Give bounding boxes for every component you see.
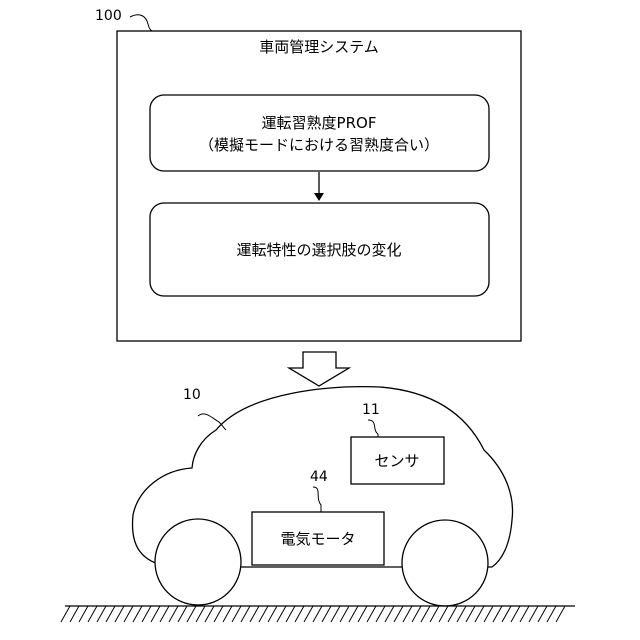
- ground-hatch-line: [79, 606, 88, 622]
- ground-hatch-line: [277, 606, 286, 622]
- ground-hatch-line: [439, 606, 448, 622]
- proficiency-box-line1: 運転習熟度PROF: [262, 114, 377, 132]
- sensor-ref-label: 11: [362, 402, 380, 418]
- ground-hatch-line: [520, 606, 529, 622]
- ground: [61, 606, 575, 622]
- ground-hatch-line: [340, 606, 349, 622]
- ground-hatch-line: [394, 606, 403, 622]
- ground-hatch-line: [511, 606, 520, 622]
- ground-hatch-line: [421, 606, 430, 622]
- ground-hatch-line: [466, 606, 475, 622]
- system-ref-label: 100: [95, 8, 122, 24]
- ground-hatch-line: [412, 606, 421, 622]
- ground-hatch-line: [358, 606, 367, 622]
- ground-hatch-line: [367, 606, 376, 622]
- motor-ref-label: 44: [310, 469, 328, 485]
- ground-hatch-line: [214, 606, 223, 622]
- ground-hatch-line: [61, 606, 70, 622]
- ground-hatch-line: [403, 606, 412, 622]
- motor-label: 電気モータ: [280, 530, 355, 548]
- ground-hatch-line: [196, 606, 205, 622]
- ground-hatch-line: [268, 606, 277, 622]
- ground-hatch-line: [97, 606, 106, 622]
- ground-hatch-line: [430, 606, 439, 622]
- ground-hatch-line: [457, 606, 466, 622]
- ground-hatch-line: [331, 606, 340, 622]
- ground-hatch-line: [259, 606, 268, 622]
- ground-hatch-line: [151, 606, 160, 622]
- ground-hatch-line: [169, 606, 178, 622]
- proficiency-box: [150, 95, 489, 171]
- transfer-arrow: [289, 352, 349, 386]
- ground-hatch-line: [529, 606, 538, 622]
- system-title: 車両管理システム: [259, 38, 379, 56]
- ground-hatch-line: [493, 606, 502, 622]
- ground-hatch-line: [349, 606, 358, 622]
- system-ref-leader: [130, 15, 152, 31]
- ground-hatch-line: [502, 606, 511, 622]
- ground-hatch-line: [547, 606, 556, 622]
- ground-hatch-line: [106, 606, 115, 622]
- ground-hatch-line: [475, 606, 484, 622]
- ground-hatch-line: [88, 606, 97, 622]
- ground-hatch-line: [187, 606, 196, 622]
- ground-hatch-line: [313, 606, 322, 622]
- ground-hatch-line: [376, 606, 385, 622]
- ground-hatch-line: [295, 606, 304, 622]
- ground-hatch-line: [484, 606, 493, 622]
- ground-hatch-line: [304, 606, 313, 622]
- ground-hatch-line: [133, 606, 142, 622]
- ground-hatch-line: [556, 606, 565, 622]
- ground-hatch-line: [142, 606, 151, 622]
- ground-hatch-line: [322, 606, 331, 622]
- ground-hatch-line: [232, 606, 241, 622]
- front-wheel: [155, 519, 241, 605]
- ground-hatch-line: [448, 606, 457, 622]
- ground-hatch-line: [205, 606, 214, 622]
- sensor-label: センサ: [374, 452, 419, 470]
- proficiency-box-line2: （模擬モードにおける習熟度合い）: [199, 136, 439, 154]
- ground-hatch-line: [286, 606, 295, 622]
- ground-hatch-line: [178, 606, 187, 622]
- ground-hatching: [61, 606, 565, 622]
- ground-hatch-line: [241, 606, 250, 622]
- ground-hatch-line: [160, 606, 169, 622]
- ground-hatch-line: [385, 606, 394, 622]
- ground-hatch-line: [223, 606, 232, 622]
- rear-wheel: [402, 520, 488, 606]
- ground-hatch-line: [70, 606, 79, 622]
- vehicle: 10 センサ 11 電気モータ 44: [132, 387, 512, 606]
- vehicle-ref-label: 10: [183, 387, 201, 403]
- ground-hatch-line: [250, 606, 259, 622]
- characteristic-box-text: 運転特性の選択肢の変化: [236, 241, 401, 259]
- ground-hatch-line: [538, 606, 547, 622]
- ground-hatch-line: [124, 606, 133, 622]
- ground-hatch-line: [115, 606, 124, 622]
- system-block: 100 車両管理システム 運転習熟度PROF （模擬モードにおける習熟度合い） …: [95, 8, 521, 341]
